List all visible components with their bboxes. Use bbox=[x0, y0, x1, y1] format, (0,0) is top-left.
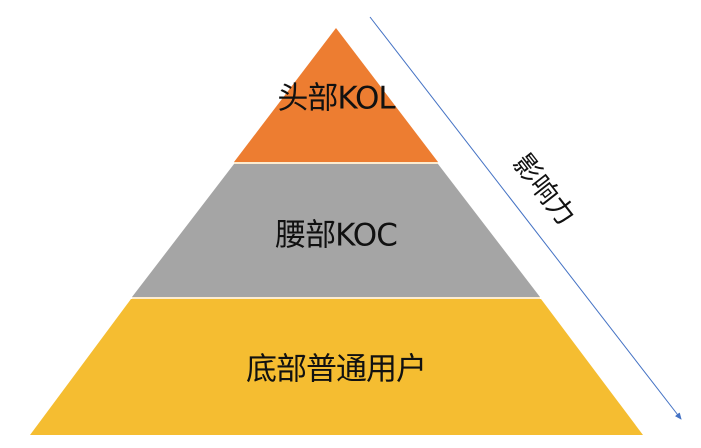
tier-top-label: 头部KOL bbox=[277, 80, 395, 117]
tier-bottom-label: 底部普通用户 bbox=[246, 351, 427, 388]
tier-top-kol bbox=[234, 28, 438, 162]
tier-middle-label: 腰部KOC bbox=[275, 217, 398, 254]
tier-middle-koc bbox=[132, 164, 540, 297]
tier-bottom-users bbox=[30, 299, 643, 435]
influence-arrow bbox=[369, 16, 682, 420]
